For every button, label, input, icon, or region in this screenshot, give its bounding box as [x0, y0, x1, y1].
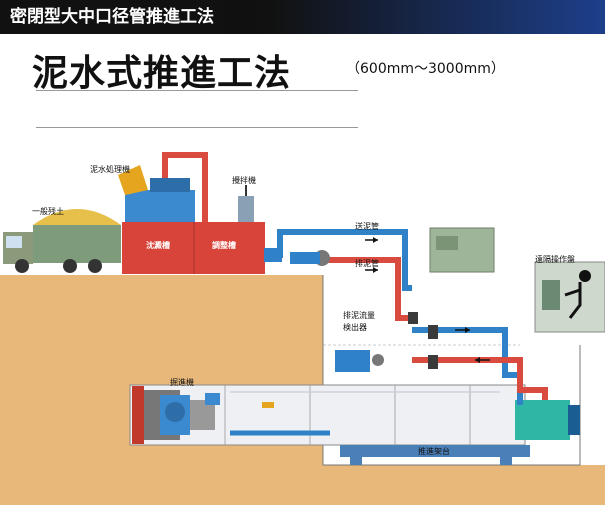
pump [264, 248, 330, 266]
remote-control-booth [534, 261, 605, 333]
adjust-tank-label: 調整槽 [212, 240, 236, 250]
drain-pipe-label: 排泥管 [355, 258, 379, 268]
jacking-frame [340, 400, 580, 465]
flowmeter-label-1: 排泥流量 [343, 310, 375, 320]
title-underline [36, 90, 358, 91]
tunneling-machine-label: 掘進機 [170, 377, 194, 387]
process-diagram: 泥水処理機 攪拌機 一般残土 沈澱槽 調整槽 送泥管 排泥管 遠隔操作盤 排泥流… [0, 152, 605, 505]
agitator [238, 185, 254, 222]
slurry-plant-label: 泥水処理機 [90, 164, 130, 174]
header-banner: 密閉型大中口径管推進工法 [0, 0, 605, 34]
flowmeter-label-2: 検出器 [343, 322, 367, 332]
title-rule-2 [36, 127, 358, 128]
equipment-unit [429, 227, 495, 273]
settling-tank-label: 沈澱槽 [146, 240, 170, 250]
feed-pipe-label: 送泥管 [355, 221, 379, 231]
tunneling-machine [132, 386, 274, 444]
flowmeter [335, 312, 438, 372]
diameter-range: （600mm～3000mm） [346, 61, 505, 77]
agitator-label: 攪拌機 [232, 175, 256, 185]
jacking-frame-label: 推進架台 [418, 446, 450, 456]
slurry-plant [118, 165, 265, 274]
page-title: 泥水式推進工法 [32, 53, 292, 94]
soil-label: 一般残土 [32, 206, 64, 216]
banner-title: 密閉型大中口径管推進工法 [0, 0, 224, 34]
remote-panel-label: 遠隔操作盤 [535, 254, 575, 264]
dump-truck [3, 209, 121, 273]
flow-arrows [365, 237, 490, 363]
